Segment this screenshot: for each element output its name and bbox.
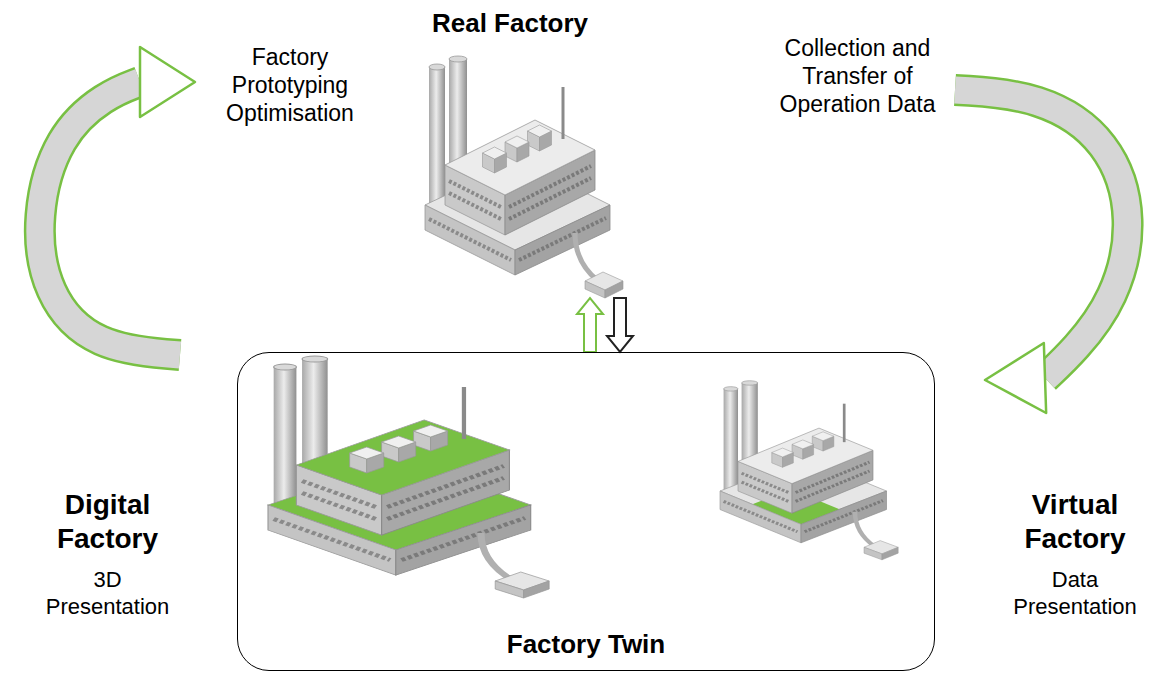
node-heading: Real Factory [410, 8, 610, 39]
virtual-factory-node: Virtual FactoryData Presentation [985, 360, 1165, 620]
arrow-band [955, 90, 1128, 378]
node-heading: Digital Factory [33, 488, 183, 556]
digital-factory-icon [268, 356, 549, 598]
digital-factory-node: Digital Factory 3D Presentation [15, 355, 200, 620]
block-arrow-shape [607, 298, 633, 352]
arrow-head [985, 343, 1046, 413]
real-factory-icon [425, 56, 623, 298]
block-arrow-shape [577, 298, 603, 352]
block-arrow [607, 298, 633, 352]
node-body: 3D Presentation [33, 566, 183, 620]
edge-label: Collection and Transfer of Operation Dat… [770, 34, 945, 118]
arrow-band-outline [40, 82, 180, 355]
arrow-band [40, 82, 180, 355]
block-arrow [577, 298, 603, 352]
arrow-band-outline [955, 90, 1128, 378]
node-heading: Virtual Factory [1000, 488, 1150, 556]
cycle-arrow [40, 47, 195, 355]
edge-label: Factory Prototyping Optimisation [200, 43, 380, 127]
arrow-head [140, 47, 195, 117]
factory-twin-box: Factory Twin [237, 352, 935, 671]
cycle-arrow [955, 90, 1128, 413]
node-heading: Factory Twin [436, 629, 736, 660]
node-body: Data Presentation [1000, 566, 1150, 620]
virtual-factory-icon [720, 381, 898, 560]
